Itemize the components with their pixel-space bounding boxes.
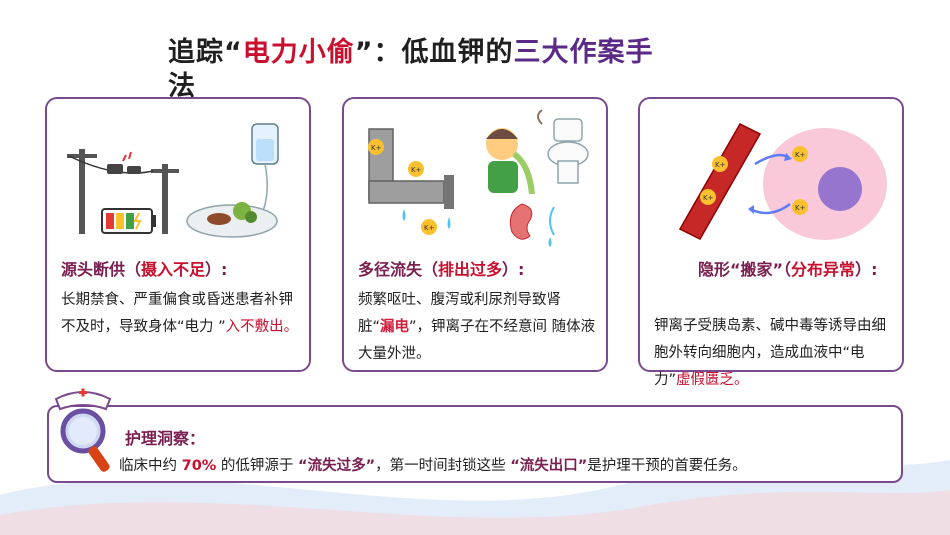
insight-text: 临床中约 70% 的低钾源于 “流失过多”，第一时间封锁这些 “流失出口”是护理… (119, 458, 747, 474)
card-heading: 隐形“搬家”（分布异常）: (698, 260, 878, 279)
page-title: 追踪“电力小偷”：低血钾的三大作案手 法 (168, 37, 654, 102)
card-heading: 多径流失（排出过多）: (358, 260, 525, 279)
card-description: 钾离子受胰岛素、碱中毒等诱导由细胞外转向细胞内，造成血液中“电力”虚假匮乏。 (654, 318, 886, 388)
magnifier-icon (54, 388, 112, 472)
svg-text:K+: K+ (795, 204, 806, 212)
insight-heading: 护理洞察： (125, 429, 206, 448)
leaking-pipe-illustration: K+ K+ K+ (368, 109, 589, 247)
nursing-insight-panel: 护理洞察： 临床中约 70% 的低钾源于 “流失过多”，第一时间封锁这些 “流失… (47, 405, 903, 483)
card-heading: 源头断供（摄入不足）: (61, 260, 228, 279)
card-excessive-loss: K+ K+ K+ 多径流失（排出过多）: 频繁呕吐、腹泻或利尿剂导致肾脏“漏电”… (342, 97, 608, 372)
card-description: 长期禁食、严重偏食或昏迷患者补钾不及时，导致身体“电力 ”入不敷出。 (61, 292, 299, 335)
card-intake-shortage: 源头断供（摄入不足）: 长期禁食、严重偏食或昏迷患者补钾不及时，导致身体“电力 … (45, 97, 311, 372)
svg-text:K+: K+ (411, 166, 422, 174)
card-distribution-shift: K+ K+ K+ K+ 隐形“搬家”（分布异常）: 钾离子受胰岛素、碱中毒等诱导… (638, 97, 904, 388)
potassium-shift-illustration: K+ K+ K+ K+ (678, 123, 887, 240)
svg-text:K+: K+ (795, 151, 806, 159)
card-description: 频繁呕吐、腹泻或利尿剂导致肾脏“漏电”，钾离子在不经意间 随体液大量外泄。 (358, 292, 596, 362)
power-outage-illustration (67, 123, 279, 238)
svg-text:K+: K+ (424, 224, 435, 232)
svg-text:K+: K+ (371, 144, 382, 152)
svg-text:K+: K+ (703, 194, 714, 202)
svg-text:K+: K+ (715, 161, 726, 169)
